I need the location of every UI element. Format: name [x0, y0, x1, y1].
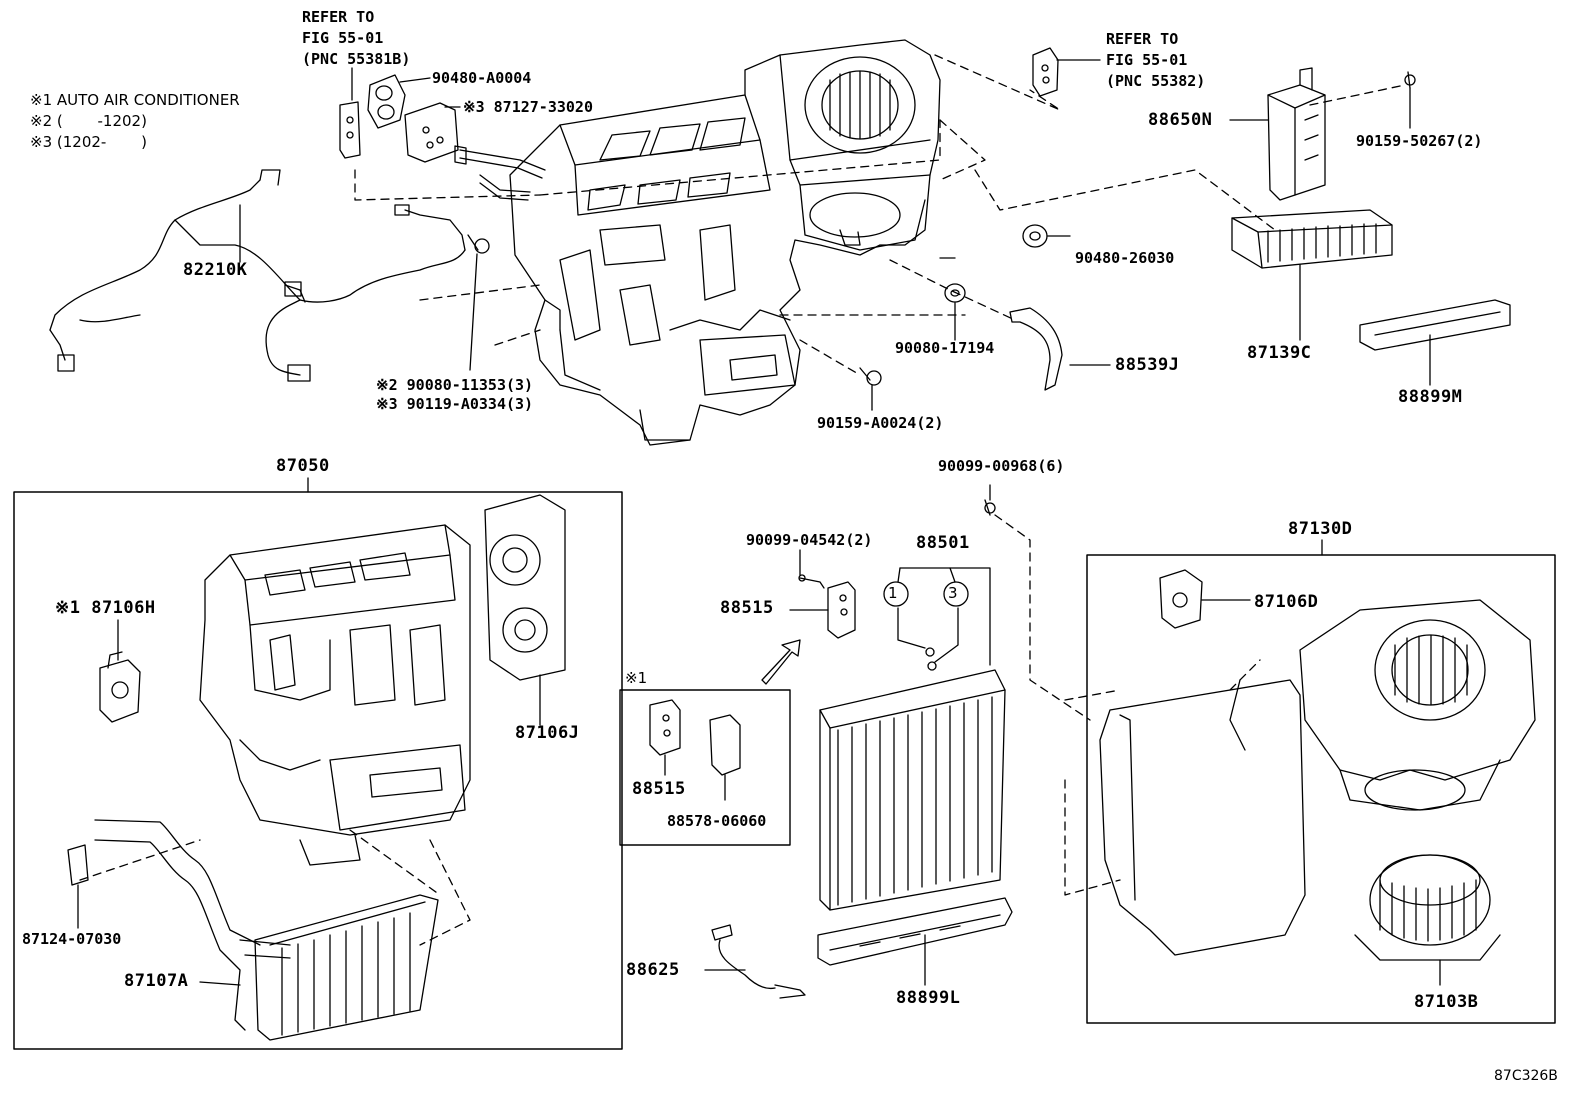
label-90080-17194[interactable]: 90080-17194 — [895, 339, 995, 357]
label-87127-33020[interactable]: ※3 87127-33020 — [463, 98, 593, 116]
bolt-icon-90080-11353 — [467, 234, 490, 371]
bracket-icon-87124 — [67, 844, 89, 929]
label-88539J[interactable]: 88539J — [1115, 355, 1180, 375]
evaporator-icon — [819, 669, 1006, 911]
label-90080-11353[interactable]: ※2 90080-11353(3) — [376, 376, 534, 394]
label-90159-A0024[interactable]: 90159-A0024(2) — [817, 414, 944, 432]
box-87130D — [1086, 554, 1556, 1024]
refer-right-3: (PNC 55382) — [1106, 72, 1206, 90]
callout-3-text: 3 — [948, 584, 958, 602]
hose-icon — [1009, 307, 1111, 391]
wire-harness-icon — [49, 169, 466, 382]
grommet-icon — [367, 74, 431, 129]
label-87139C[interactable]: 87139C — [1247, 343, 1312, 363]
hvac-unit-upper-icon — [454, 39, 941, 446]
label-87106J[interactable]: 87106J — [515, 723, 580, 743]
label-90099-04542[interactable]: 90099-04542(2) — [746, 531, 873, 549]
label-88515-top[interactable]: 88515 — [720, 598, 774, 618]
label-82210K[interactable]: 82210K — [183, 260, 248, 280]
bracket-icon-88578 — [709, 714, 741, 801]
label-88515-box[interactable]: 88515 — [632, 779, 686, 799]
servo-motor-icon-87106H — [99, 619, 141, 723]
bracket-icon-right — [1032, 47, 1101, 97]
refer-left-2: FIG 55-01 — [302, 29, 384, 47]
diagram-id: 87C326B — [1494, 1068, 1558, 1084]
box-note: ※1 — [625, 669, 648, 687]
note-2: ※2 ( -1202) — [30, 112, 147, 130]
blower-motor-icon — [1354, 854, 1501, 986]
grommet-icon-90480-26030 — [1022, 224, 1071, 248]
callout-1-text: 1 — [888, 584, 898, 602]
label-90159-50267[interactable]: 90159-50267(2) — [1356, 132, 1483, 150]
label-90099-00968[interactable]: 90099-00968(6) — [938, 457, 1065, 475]
seal-pad-icon — [404, 102, 461, 163]
label-88899M[interactable]: 88899M — [1398, 387, 1463, 407]
callout-circle-1 — [883, 581, 909, 607]
assembly-lines — [354, 54, 1406, 376]
label-90480-A0004[interactable]: 90480-A0004 — [432, 69, 532, 87]
servo-motor-icon-87106D — [1159, 569, 1251, 629]
box-87050 — [13, 491, 623, 1050]
refer-left-1: REFER TO — [302, 8, 375, 26]
hvac-case-icon — [199, 524, 471, 866]
label-90119-A0334[interactable]: ※3 90119-A0334(3) — [376, 395, 534, 413]
hvac-blower-case-icon — [1099, 599, 1536, 956]
cover-icon-88899M — [1359, 299, 1511, 386]
grommet-icon-90080-17194 — [944, 283, 966, 341]
refer-left-3: (PNC 55381B) — [302, 50, 411, 68]
cabin-filter-icon — [1231, 209, 1393, 341]
refer-right-1: REFER TO — [1106, 30, 1179, 48]
arrow-icon — [761, 639, 801, 685]
bolt-icon-90099-04542 — [798, 549, 825, 589]
callout-circle-3 — [943, 581, 969, 607]
label-87106D[interactable]: 87106D — [1254, 592, 1319, 612]
label-87107A[interactable]: 87107A — [124, 971, 189, 991]
heater-core-icon — [94, 819, 439, 1041]
temperature-sensor-icon — [704, 924, 806, 999]
bolt-icon-90159-A0024 — [859, 367, 882, 411]
label-87050[interactable]: 87050 — [276, 456, 330, 476]
callout-lines — [897, 567, 991, 671]
cover-icon-88899L — [817, 897, 1013, 986]
amplifier-icon — [1229, 67, 1326, 201]
refer-right-2: FIG 55-01 — [1106, 51, 1188, 69]
label-88578-06060[interactable]: 88578-06060 — [667, 812, 767, 830]
bolt-icon-90099-00968 — [984, 484, 996, 516]
bolt-icon-90159-50267 — [1404, 71, 1416, 129]
label-88650N[interactable]: 88650N — [1148, 110, 1213, 130]
label-90480-26030[interactable]: 90480-26030 — [1075, 249, 1175, 267]
label-87124-07030[interactable]: 87124-07030 — [22, 930, 122, 948]
bracket-icon-left — [339, 67, 361, 159]
expansion-valve-icon — [649, 699, 681, 776]
label-87106H[interactable]: ※1 87106H — [55, 598, 156, 618]
label-87130D[interactable]: 87130D — [1288, 519, 1353, 539]
box-auto-ac — [619, 689, 791, 846]
label-87103B[interactable]: 87103B — [1414, 992, 1479, 1012]
note-1: ※1 AUTO AIR CONDITIONER — [30, 91, 240, 109]
expansion-valve-icon-top — [789, 581, 856, 639]
label-88501[interactable]: 88501 — [916, 533, 970, 553]
label-88899L[interactable]: 88899L — [896, 988, 961, 1008]
servo-motor-icon-87106J — [484, 494, 566, 726]
note-3: ※3 (1202- ) — [30, 133, 147, 151]
label-88625[interactable]: 88625 — [626, 960, 680, 980]
